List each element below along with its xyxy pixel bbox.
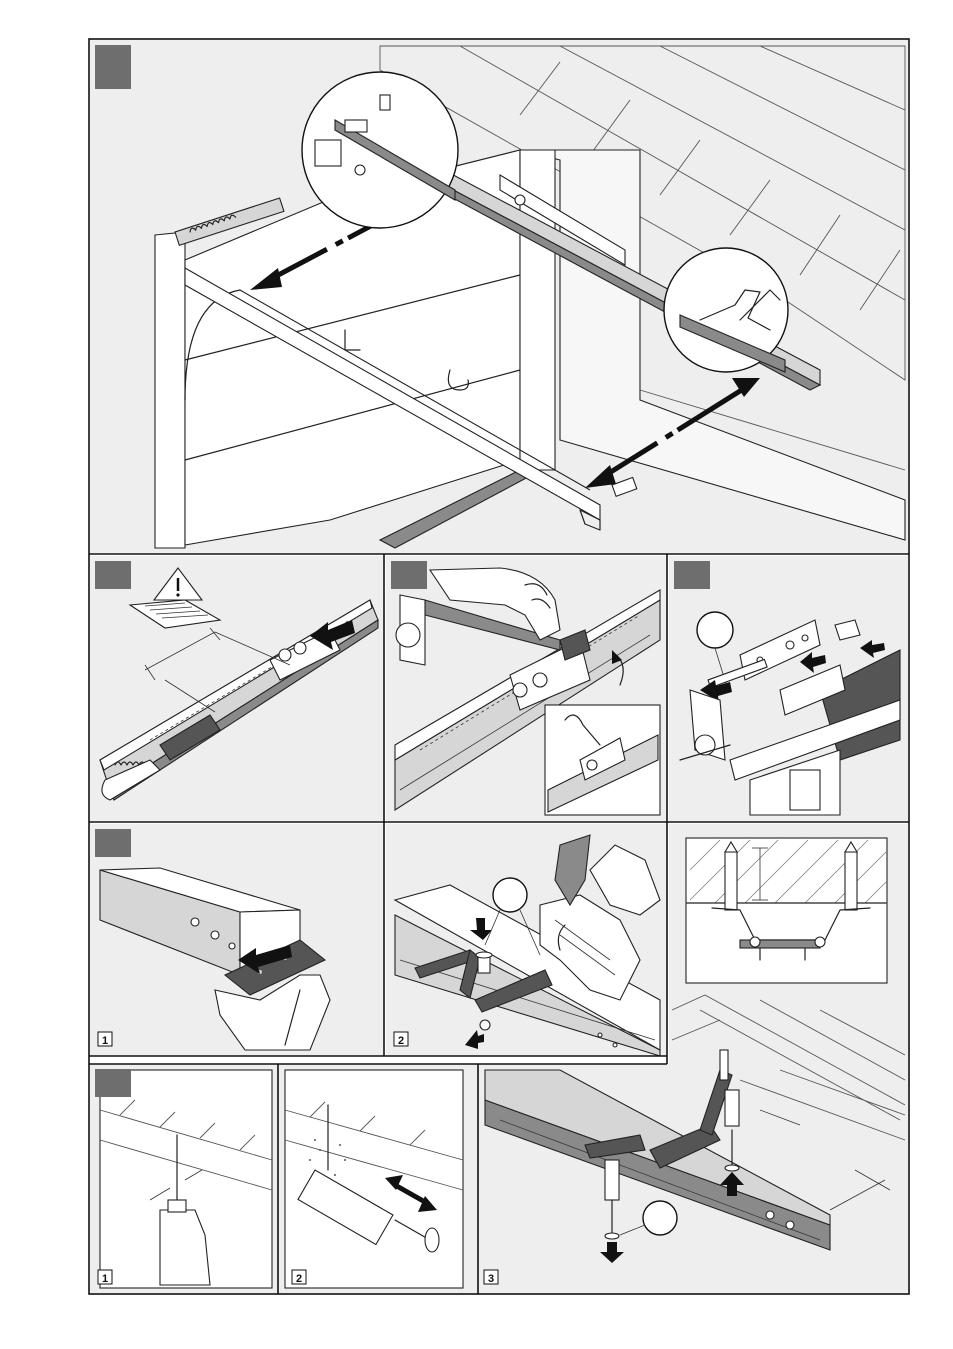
panel-tag	[95, 1069, 131, 1097]
step-label: 2	[398, 1035, 404, 1047]
step-label: 1	[102, 1035, 108, 1047]
panel-tag	[674, 561, 710, 589]
step-label: 3	[488, 1273, 494, 1285]
panel-tag	[95, 829, 131, 857]
step-label: 1	[102, 1273, 108, 1285]
step-label: 2	[296, 1273, 302, 1285]
drilling-step: 1	[98, 1070, 272, 1288]
detail-callout-top	[302, 72, 458, 228]
detail-inset	[545, 705, 660, 815]
panel-tag	[95, 561, 131, 589]
panel-tag	[391, 561, 427, 589]
panel-tag	[95, 45, 131, 89]
detail-callout-right	[664, 248, 788, 372]
cleaning-step: 2	[285, 1070, 463, 1288]
